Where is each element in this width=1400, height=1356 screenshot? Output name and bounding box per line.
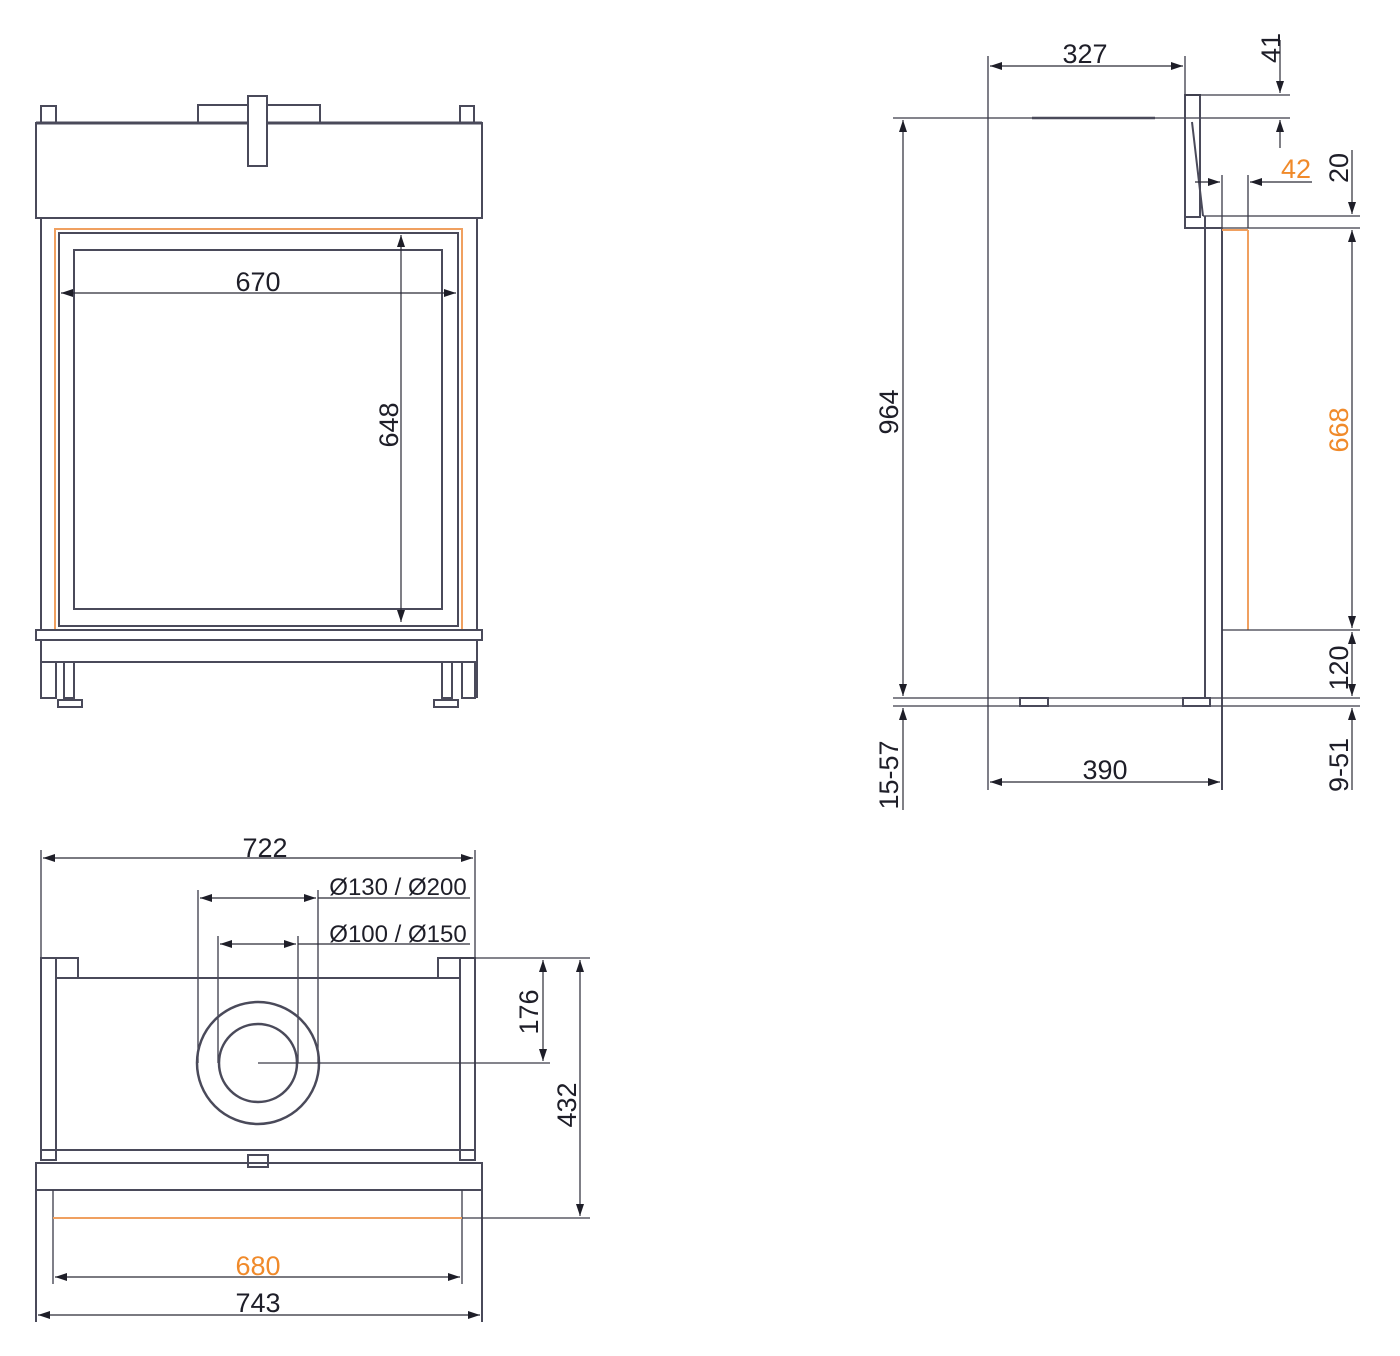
side-total-height-label: 964 xyxy=(874,389,904,434)
front-view: 670 648 xyxy=(35,95,483,708)
side-base-height-label: 120 xyxy=(1324,645,1354,690)
side-depth-top-label: 327 xyxy=(1062,39,1107,69)
side-frame-offset-label: 20 xyxy=(1324,153,1354,183)
inner-flue-label: Ø100 / Ø150 xyxy=(329,921,466,948)
side-top-height-label: 41 xyxy=(1256,33,1286,63)
top-overall-width-label: 722 xyxy=(242,833,287,863)
top-depth-label: 432 xyxy=(552,1082,582,1127)
side-feet-front-label: 9-51 xyxy=(1324,738,1354,792)
front-width-label: 670 xyxy=(235,267,280,297)
front-height-label: 648 xyxy=(374,402,404,447)
side-glass-height-label: 668 xyxy=(1324,407,1354,452)
top-view: 722 Ø130 / Ø200 Ø100 / Ø150 176 432 xyxy=(35,833,590,1322)
side-view: 327 41 42 20 668 120 9-51 964 xyxy=(874,33,1360,810)
outer-flue-label: Ø130 / Ø200 xyxy=(329,874,466,901)
side-depth-bottom-label: 390 xyxy=(1082,755,1127,785)
opening-width-label: 680 xyxy=(235,1251,280,1281)
front-width-total-label: 743 xyxy=(235,1288,280,1318)
side-feet-rear-label: 15-57 xyxy=(874,740,904,809)
flue-offset-label: 176 xyxy=(514,989,544,1034)
side-frame-depth-label: 42 xyxy=(1281,154,1311,184)
